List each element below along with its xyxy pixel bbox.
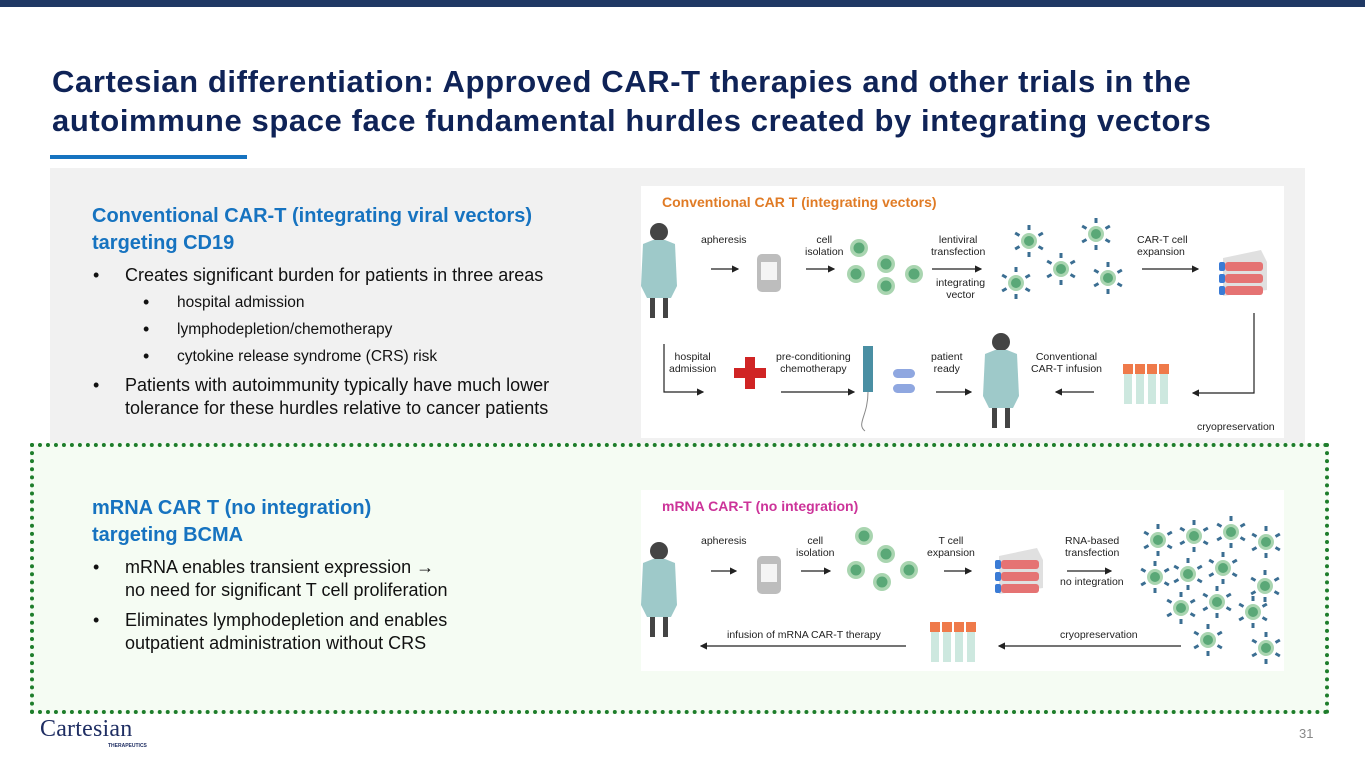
slide-title: Cartesian differentiation: Approved CAR-… — [52, 62, 1332, 140]
label-line: admission — [669, 363, 717, 375]
label-line: CAR-T cell — [1137, 234, 1188, 246]
label-line: patient — [931, 351, 963, 363]
label-line: expansion — [1137, 246, 1185, 258]
bullet: Eliminates lymphodepletion and enables o… — [93, 609, 573, 655]
conventional-bullets: Creates significant burden for patients … — [93, 264, 613, 425]
label-apheresis: apheresis — [701, 535, 747, 547]
title-line-2: autoimmune space face fundamental hurdle… — [52, 103, 1212, 138]
label-mrna-infusion: infusion of mRNA CAR-T therapy — [727, 629, 881, 641]
conventional-heading-line-1: Conventional CAR-T (integrating viral ve… — [92, 205, 533, 227]
label-line: ready — [933, 363, 960, 375]
bullet: Patients with autoimmunity typically hav… — [93, 374, 613, 420]
label-line: pre-conditioning — [776, 351, 851, 363]
logo-wordmark: Cartesian — [40, 716, 133, 742]
label-line: T cell — [938, 535, 964, 547]
bullet: mRNA enables transient expression → no n… — [93, 556, 573, 602]
label-line: CAR-T infusion — [1031, 363, 1102, 375]
conventional-heading: Conventional CAR-T (integrating viral ve… — [92, 203, 532, 257]
sub-bullet: hospital admission — [93, 292, 613, 313]
bullet-line: outpatient administration without CRS — [125, 633, 427, 653]
top-bar — [0, 0, 1365, 7]
label-line: chemotherapy — [780, 363, 847, 375]
label-apheresis: apheresis — [701, 234, 747, 246]
conventional-process-figure: Conventional CAR T (integrating vectors)… — [641, 186, 1284, 438]
bullet: Creates significant burden for patients … — [93, 264, 613, 287]
label-line: vector — [946, 289, 975, 301]
bullet-line: Eliminates lymphodepletion and enables — [125, 610, 448, 630]
mrna-heading: mRNA CAR T (no integration) targeting BC… — [92, 495, 371, 549]
mrna-bullets: mRNA enables transient expression → no n… — [93, 556, 573, 660]
mrna-heading-line-2: targeting BCMA — [92, 524, 244, 546]
sub-bullet: cytokine release syndrome (CRS) risk — [93, 346, 613, 367]
label-line: isolation — [805, 246, 844, 258]
sub-bullet: lymphodepletion/chemotherapy — [93, 319, 613, 340]
conventional-diagram-graphics — [641, 218, 1267, 432]
title-underline — [50, 155, 247, 159]
label-cryopreservation: cryopreservation — [1060, 629, 1138, 641]
title-line-1: Cartesian differentiation: Approved CAR-… — [52, 64, 1192, 99]
mrna-heading-line-1: mRNA CAR T (no integration) — [92, 497, 372, 519]
label-line: transfection — [931, 246, 986, 258]
label-line: integrating — [936, 277, 986, 289]
mrna-process-figure: mRNA CAR-T (no integration) apheresis ce… — [641, 490, 1284, 671]
label-no-integration: no integration — [1060, 576, 1124, 588]
cartesian-logo: Cartesian THERAPEUTICS — [40, 714, 160, 750]
label-line: lentiviral — [938, 234, 978, 246]
label-line: expansion — [927, 547, 975, 559]
label-line: cell — [816, 234, 833, 246]
label-line: cell — [807, 535, 824, 547]
conventional-heading-line-2: targeting CD19 — [92, 232, 235, 254]
bullet-line: tolerance for these hurdles relative to … — [125, 398, 549, 418]
label-line: hospital — [674, 351, 711, 363]
label-line: isolation — [796, 547, 835, 559]
conventional-figure-title: Conventional CAR T (integrating vectors) — [662, 194, 937, 210]
mrna-diagram-graphics — [641, 516, 1281, 664]
label-line: Conventional — [1035, 351, 1098, 363]
bullet-line: no need for significant T cell prolifera… — [125, 580, 448, 600]
bullet-line: mRNA enables transient expression → — [125, 557, 435, 577]
bullet-line: Patients with autoimmunity typically hav… — [125, 375, 550, 395]
mrna-figure-title: mRNA CAR-T (no integration) — [662, 498, 859, 514]
label-cryopreservation: cryopreservation — [1197, 421, 1275, 433]
label-line: RNA-based — [1065, 535, 1120, 547]
page-number: 31 — [1299, 726, 1314, 741]
logo-subtitle: THERAPEUTICS — [108, 743, 147, 749]
label-line: transfection — [1065, 547, 1120, 559]
